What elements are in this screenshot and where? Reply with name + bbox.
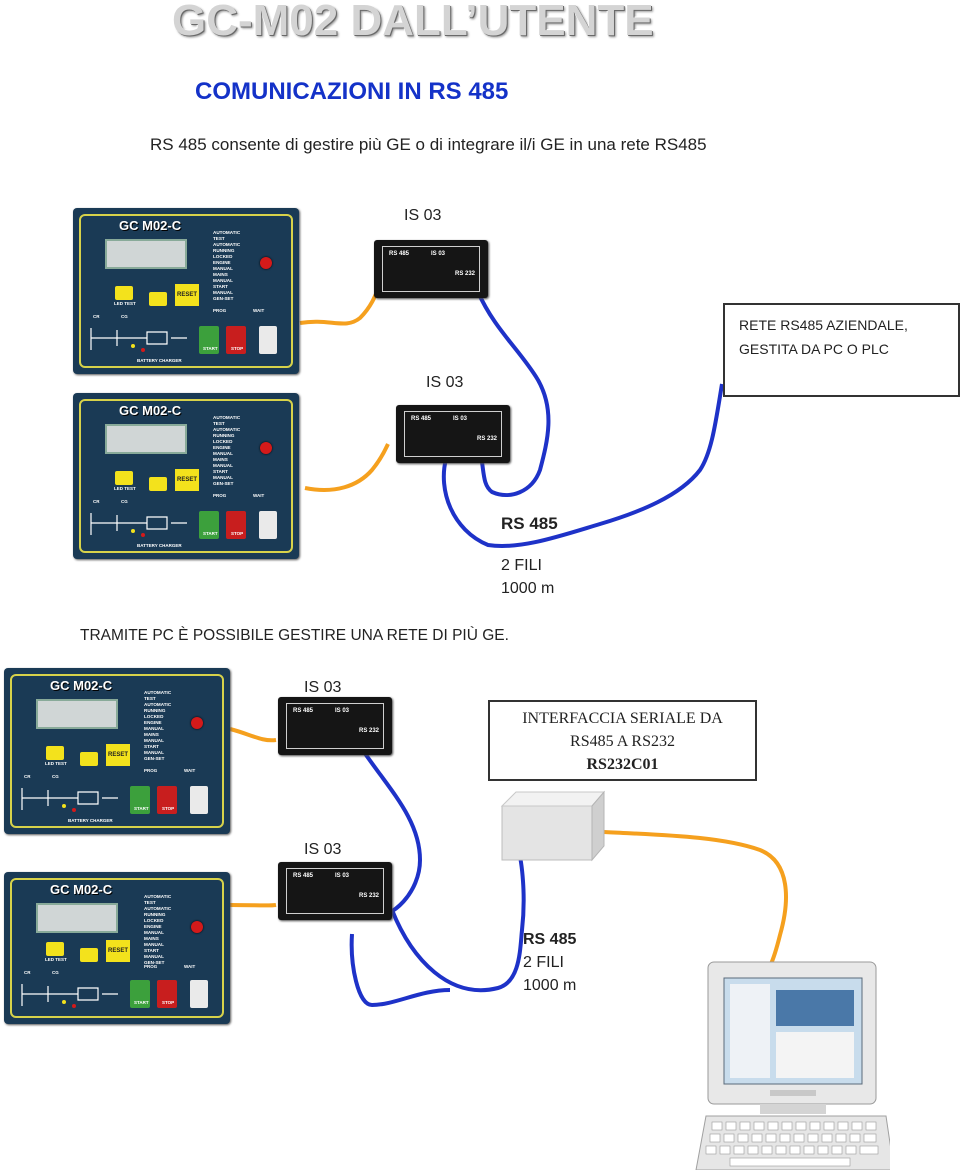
led-test-button: [46, 746, 64, 760]
led-test-button: [46, 942, 64, 956]
wires-label: 2 FILI: [501, 557, 542, 574]
alarm-led: [260, 257, 272, 269]
generator-schematic-icon: [90, 513, 187, 537]
led-test-button: [115, 286, 133, 300]
led-test-button: [115, 471, 133, 485]
panel-title: GC M02-C: [50, 678, 113, 693]
start-button: [199, 326, 219, 354]
fuel-pump-button: [259, 511, 277, 539]
orange-cable-1: [299, 283, 382, 326]
section2-caption: TRAMITE PC È POSSIBILE GESTIRE UNA RETE …: [80, 627, 509, 644]
stop-button: [157, 980, 177, 1008]
arrow-up-button: [149, 477, 167, 491]
is03-label: IS 03: [304, 679, 342, 696]
start-button: [199, 511, 219, 539]
fuel-pump-button: [259, 326, 277, 354]
blue-cable-2: [441, 383, 724, 548]
panel-title: GC M02-C: [50, 882, 113, 897]
rs232-converter-icon: [500, 790, 606, 862]
fuel-pump-button: [190, 786, 208, 814]
lcd-display: [105, 424, 187, 454]
stop-button: [157, 786, 177, 814]
alarm-led: [191, 717, 203, 729]
is03-label: IS 03: [404, 207, 442, 224]
rs485-label: RS 485: [501, 514, 558, 533]
stop-button: [226, 326, 246, 354]
page-title: GC-M02 DALL’UTENTE: [172, 0, 654, 45]
intro-text: RS 485 consente di gestire più GE o di i…: [150, 135, 707, 154]
start-button: [130, 786, 150, 814]
orange-cable-5: [603, 830, 788, 967]
generator-schematic-icon: [21, 984, 118, 1008]
alarm-led: [191, 921, 203, 933]
lcd-display: [36, 903, 118, 933]
panel-title: GC M02-C: [119, 218, 182, 233]
network-box: RETE RS485 AZIENDALE, GESTITA DA PC O PL…: [723, 303, 960, 397]
stop-button: [226, 511, 246, 539]
panel-title: GC M02-C: [119, 403, 182, 418]
reset-button: RESET: [106, 744, 130, 766]
section-subtitle: COMUNICAZIONI IN RS 485: [195, 78, 509, 105]
orange-cable-2: [304, 443, 390, 492]
interface-box: INTERFACCIA SERIALE DA RS485 A RS232 RS2…: [488, 700, 757, 781]
wires-label: 2 FILI: [523, 954, 564, 971]
blue-cable-1: [476, 291, 551, 497]
blue-cable-4: [390, 847, 526, 992]
rs485-label: RS 485: [523, 931, 577, 948]
start-button: [130, 980, 150, 1008]
fuel-pump-button: [190, 980, 208, 1008]
arrow-up-button: [80, 752, 98, 766]
is03-label: IS 03: [304, 841, 342, 858]
reset-button: RESET: [175, 284, 199, 306]
arrow-up-button: [149, 292, 167, 306]
distance-label: 1000 m: [523, 977, 577, 994]
reset-button: RESET: [106, 940, 130, 962]
arrow-up-button: [80, 948, 98, 962]
orange-cable-3: [229, 727, 277, 743]
lcd-display: [105, 239, 187, 269]
lcd-display: [36, 699, 118, 729]
distance-label: 1000 m: [501, 580, 555, 597]
generator-schematic-icon: [90, 328, 187, 352]
generator-schematic-icon: [21, 788, 118, 812]
alarm-led: [260, 442, 272, 454]
is03-label: IS 03: [426, 374, 464, 391]
reset-button: RESET: [175, 469, 199, 491]
blue-cable-5: [349, 933, 451, 1008]
computer-icon: [695, 961, 890, 1170]
